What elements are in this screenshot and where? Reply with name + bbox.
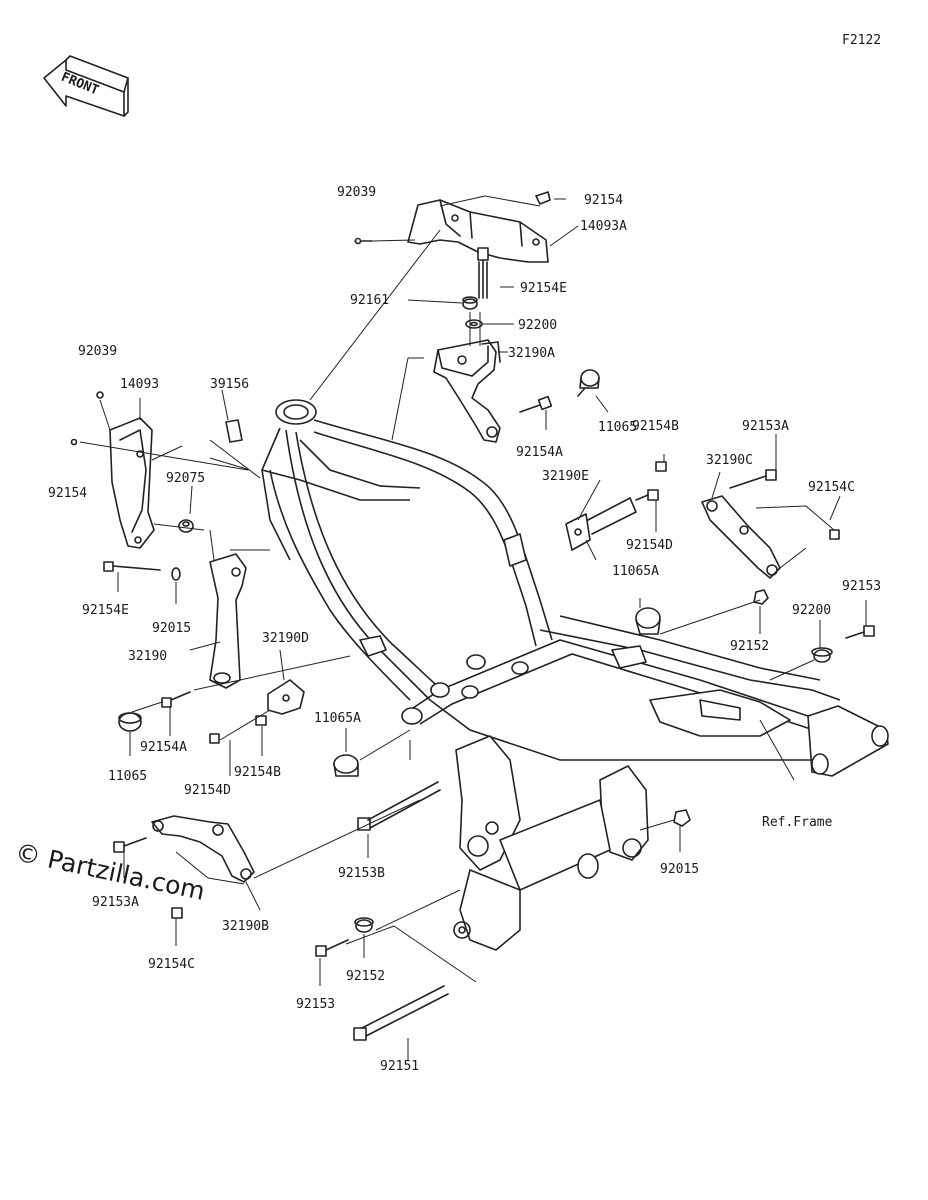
- diagram-code: F2122: [842, 33, 881, 48]
- label-92154E-top: 92154E: [520, 281, 567, 296]
- bolt-92154E-top: [477, 247, 489, 299]
- label-92153-right: 92153: [842, 579, 881, 594]
- cover-14093A: [407, 199, 549, 263]
- bolt-92154D-left: [209, 733, 220, 744]
- label-92154B-top: 92154B: [632, 419, 679, 434]
- bolt-92154C-bottom: [171, 907, 183, 919]
- bolt-92153B: [357, 781, 441, 831]
- bolt-92153-right: [845, 625, 875, 639]
- grommet-11065-left: [118, 712, 142, 732]
- cover-14093: [109, 417, 155, 549]
- plate-39156: [225, 419, 243, 443]
- label-92151: 92151: [380, 1059, 419, 1074]
- bolt-92153-bottom: [315, 939, 349, 957]
- label-92075: 92075: [166, 471, 205, 486]
- leader-lines: [79, 195, 867, 1060]
- bolt-92039-left: [96, 391, 104, 399]
- label-92200-left: 92015: [152, 621, 191, 636]
- bush-92161: [462, 296, 478, 310]
- label-32190: 32190: [128, 649, 167, 664]
- label-14093: 14093: [120, 377, 159, 392]
- label-92152-right: 92200: [792, 603, 831, 618]
- bolt-92154B-left: [255, 715, 267, 726]
- bolt-92153A-bottom: [113, 837, 147, 853]
- bracket-32190D: [267, 679, 305, 715]
- bracket-32190B: [151, 815, 255, 883]
- label-92153-bottom: 92153: [296, 997, 335, 1012]
- label-32190B: 32190B: [222, 919, 269, 934]
- bolt-92151: [353, 985, 449, 1041]
- nut-92015-top: [753, 589, 769, 605]
- label-32190D: 32190D: [262, 631, 309, 646]
- label-14093A: 14093A: [580, 219, 627, 234]
- grommet-11065A-left: [333, 754, 359, 777]
- bracket-32190C: [701, 495, 781, 579]
- label-92154D-left: 92154D: [184, 783, 231, 798]
- bracket-32190A: [433, 339, 501, 443]
- label-92039-top: 92039: [337, 185, 376, 200]
- bolt-92039-top: [354, 237, 373, 245]
- label-92039-left: 92039: [78, 344, 117, 359]
- bolt-92154B-top: [655, 461, 667, 472]
- grommet-11065-top: [577, 369, 600, 397]
- collar-92152-bottom: [354, 917, 374, 933]
- label-92154C-top: 92154C: [808, 480, 855, 495]
- screw-92154-left: [70, 438, 78, 446]
- grommet-11065A-top: [635, 607, 661, 635]
- label-32190A: 32190A: [508, 346, 555, 361]
- collar-92075: [178, 519, 194, 533]
- label-92154A-left: 92154A: [140, 740, 187, 755]
- label-92154B-left: 92154B: [234, 765, 281, 780]
- label-92015-bottom: 92015: [660, 862, 699, 877]
- label-92154-top: 92154: [584, 193, 623, 208]
- collar-92152-right: [811, 647, 833, 663]
- label-92200-top: 92200: [518, 318, 557, 333]
- front-arrow-icon: FRONT: [43, 55, 129, 117]
- bolt-92154E-left: [103, 561, 161, 572]
- screw-92154-top: [535, 191, 551, 205]
- bolt-92154C-top: [829, 529, 840, 540]
- label-32190C: 32190C: [706, 453, 753, 468]
- label-92154C-bottom: 92154C: [148, 957, 195, 972]
- bolt-92153A-top: [729, 469, 777, 489]
- bolt-92154D-top: [635, 489, 659, 501]
- nut-92015-bottom: [673, 809, 691, 827]
- label-92153A-bottom: 92153A: [92, 895, 139, 910]
- label-11065A-top: 11065A: [612, 564, 659, 579]
- main-frame: [261, 399, 889, 951]
- label-92154E-left: 92154E: [82, 603, 129, 618]
- bracket-32190: [209, 553, 247, 689]
- label-92153B: 92153B: [338, 866, 385, 881]
- label-ref-frame: Ref.Frame: [762, 815, 833, 830]
- label-92161: 92161: [350, 293, 389, 308]
- label-39156: 39156: [210, 377, 249, 392]
- label-92153A-top: 92153A: [742, 419, 789, 434]
- label-92152-bottom: 92152: [346, 969, 385, 984]
- label-11065-left: 11065: [108, 769, 147, 784]
- label-11065A-left: 11065A: [314, 711, 361, 726]
- washer-92200-left: [171, 567, 181, 581]
- label-92154D-top: 92154D: [626, 538, 673, 553]
- bolt-92154A-top: [519, 395, 553, 413]
- label-32190E: 32190E: [542, 469, 589, 484]
- label-92015-top: 92152: [730, 639, 769, 654]
- label-92154-left: 92154: [48, 486, 87, 501]
- bolt-92154A-left: [161, 691, 191, 708]
- label-11065-top: 11065: [598, 420, 637, 435]
- part-labels: 92039 92154 14093A 92154E 92161 92200 32…: [48, 185, 881, 1074]
- label-92154A-top: 92154A: [516, 445, 563, 460]
